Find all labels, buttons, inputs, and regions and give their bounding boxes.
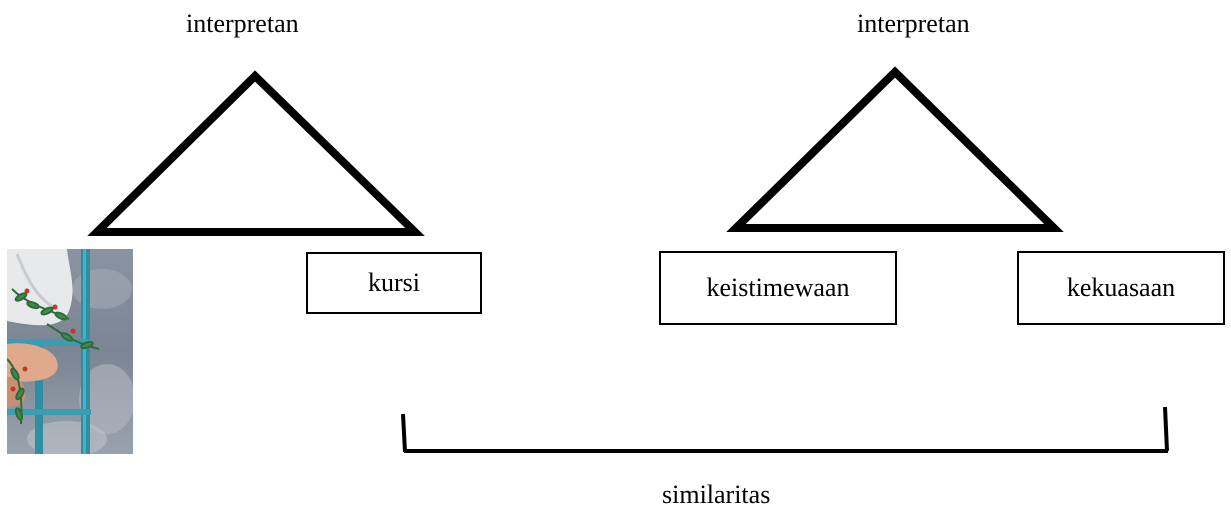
similarity-label: similaritas — [662, 480, 771, 509]
kursi-label: kursi — [368, 268, 420, 297]
similarity-bracket — [401, 406, 1169, 453]
left-interpretant-label: interpretan — [186, 9, 299, 38]
keistimewaan-label: keistimewaan — [706, 273, 850, 302]
kursi-box: kursi — [306, 252, 482, 314]
right-triangle — [726, 66, 1064, 232]
kekuasaan-box: kekuasaan — [1017, 251, 1225, 325]
right-interpretant-label: interpretan — [857, 9, 970, 38]
kekuasaan-label: kekuasaan — [1066, 273, 1176, 302]
keistimewaan-box: keistimewaan — [659, 251, 897, 325]
chair-painting-image — [7, 249, 133, 454]
left-triangle — [87, 70, 425, 236]
